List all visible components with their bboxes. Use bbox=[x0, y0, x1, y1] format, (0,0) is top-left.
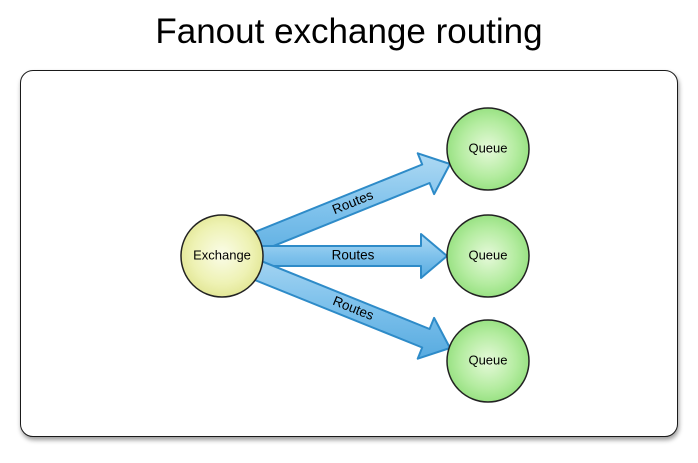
diagram-svg: Routes Routes Routes Exchange Queue Queu… bbox=[180, 107, 530, 403]
queue-node-2-label: Queue bbox=[468, 247, 507, 262]
exchange-node-label: Exchange bbox=[193, 247, 251, 262]
queue-node-3 bbox=[446, 319, 530, 403]
diagram-canvas: Routes Routes Routes Exchange Queue Queu… bbox=[20, 70, 678, 437]
diagram-title: Fanout exchange routing bbox=[155, 12, 543, 51]
queue-node-2 bbox=[446, 214, 530, 298]
queue-node-3-label: Queue bbox=[468, 352, 507, 367]
exchange-node bbox=[180, 214, 264, 298]
queue-node-1 bbox=[446, 107, 530, 191]
queue-node-1-label: Queue bbox=[468, 140, 507, 155]
route-label-middle: Routes bbox=[332, 248, 375, 263]
